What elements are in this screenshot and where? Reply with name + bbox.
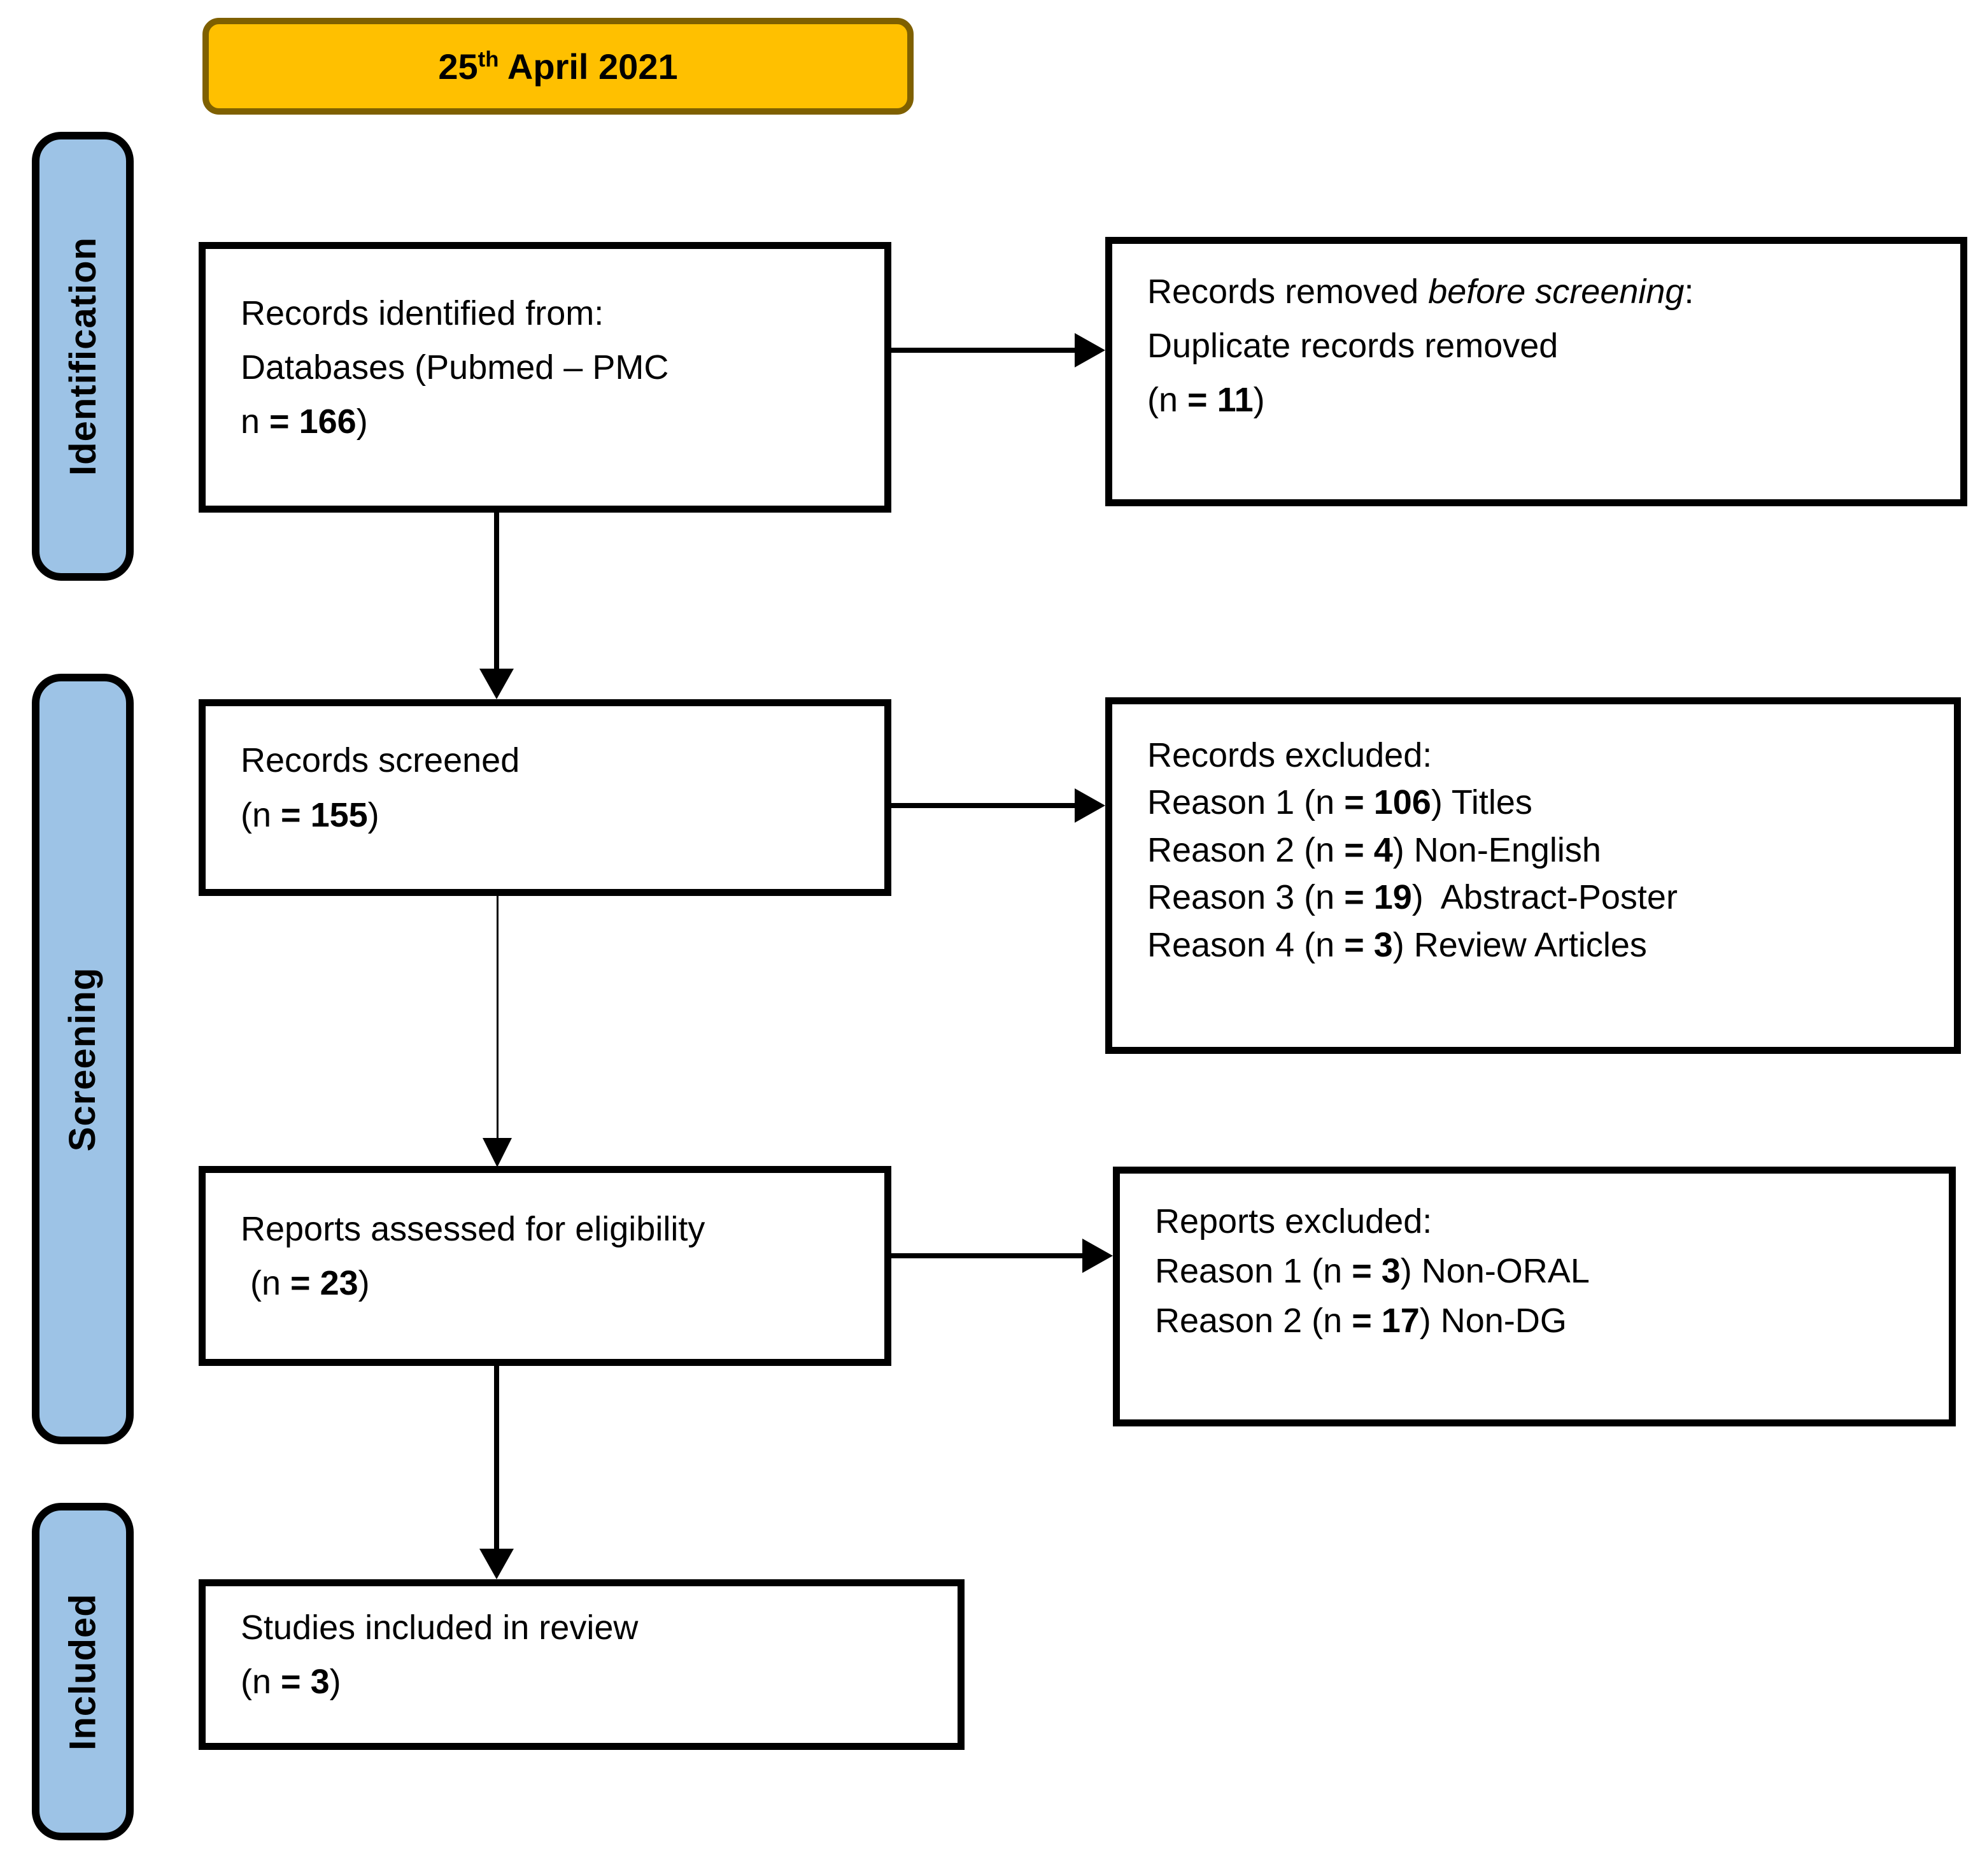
arrow-line xyxy=(890,803,1076,808)
stage-label-included: Included xyxy=(32,1503,134,1840)
arrow-head-right-icon xyxy=(1075,333,1105,367)
text-line: Reports assessed for eligibility xyxy=(241,1209,705,1248)
text-line: Studies included in review xyxy=(241,1608,639,1647)
arrow-line xyxy=(494,1365,499,1551)
arrow-head-down-icon xyxy=(483,1138,512,1167)
stage-label-screening: Screening xyxy=(32,674,134,1444)
text-line: (n = 11) xyxy=(1147,381,1265,420)
text-line: 25th April 2021 xyxy=(438,46,678,87)
text-line: Reason 2 (n = 17) Non-DG xyxy=(1155,1302,1567,1340)
stage-label-identification: Identification xyxy=(32,132,134,581)
text-line: (n = 155) xyxy=(241,795,379,834)
text-line: Databases (Pubmed – PMC xyxy=(241,348,669,387)
text-line: Records identified from: xyxy=(241,294,604,332)
text-line: n = 166) xyxy=(241,402,368,441)
text-line: Reason 4 (n = 3) Review Articles xyxy=(1147,925,1647,964)
arrow-line xyxy=(890,348,1076,353)
text-line: (n = 3) xyxy=(241,1663,341,1701)
box-reports-excluded: Reports excluded: Reason 1 (n = 3) Non-OR… xyxy=(1113,1167,1956,1426)
box-reports-assessed: Reports assessed for eligibility (n = 23… xyxy=(199,1166,891,1366)
text-line: Reports excluded: xyxy=(1155,1202,1432,1240)
text-line: Records screened xyxy=(241,741,520,780)
box-records-screened: Records screened (n = 155) xyxy=(199,699,891,896)
text-line: Reason 1 (n = 3) Non-ORAL xyxy=(1155,1251,1590,1290)
arrow-line xyxy=(497,896,499,1143)
date-banner: 25th April 2021 xyxy=(202,18,914,115)
arrow-head-right-icon xyxy=(1082,1239,1113,1273)
text-line: Reason 3 (n = 19) Abstract-Poster xyxy=(1147,878,1678,917)
box-records-removed-before-screening: Records removed before screening: Duplica… xyxy=(1105,237,1967,506)
box-studies-included: Studies included in review (n = 3) xyxy=(199,1579,965,1750)
text-line: Records removed before screening: xyxy=(1147,272,1694,311)
arrow-line xyxy=(890,1253,1084,1258)
text-line: Reason 2 (n = 4) Non-English xyxy=(1147,830,1601,869)
text-line: Records excluded: xyxy=(1147,735,1432,774)
text-line: Duplicate records removed xyxy=(1147,326,1559,365)
box-records-excluded: Records excluded: Reason 1 (n = 106) Titl… xyxy=(1105,697,1961,1054)
box-records-identified: Records identified from: Databases (Pubme… xyxy=(199,242,891,513)
arrow-head-right-icon xyxy=(1075,788,1105,823)
arrow-head-down-icon xyxy=(479,669,514,699)
text-line: Reason 1 (n = 106) Titles xyxy=(1147,783,1532,822)
stage-label-screening-text: Screening xyxy=(62,967,104,1151)
stage-label-identification-text: Identification xyxy=(62,237,104,476)
text-line: (n = 23) xyxy=(241,1264,370,1302)
arrow-head-down-icon xyxy=(479,1549,514,1579)
stage-label-included-text: Included xyxy=(62,1593,104,1751)
arrow-line xyxy=(494,511,499,672)
